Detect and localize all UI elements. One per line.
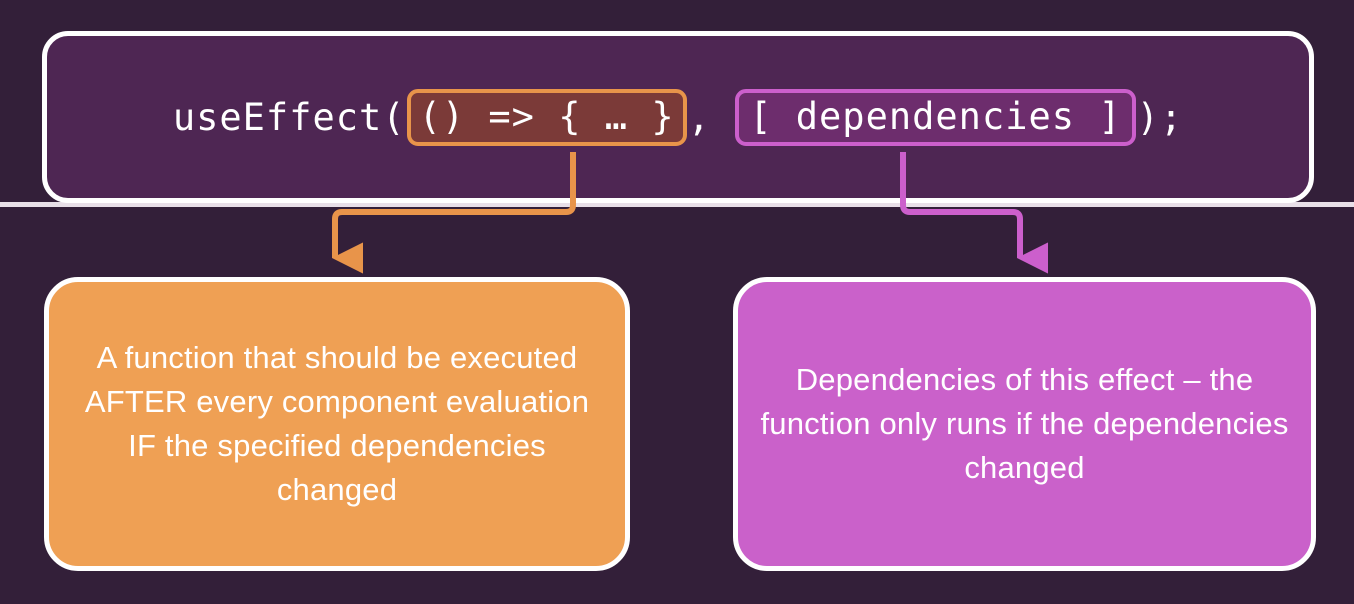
dependencies-argument-highlight[interactable]: [ dependencies ] [735, 88, 1136, 146]
code-suffix: ); [1136, 95, 1184, 139]
callback-description-box: A function that should be executed AFTER… [44, 277, 630, 571]
code-separator: , [687, 95, 711, 139]
dependencies-description-text: Dependencies of this effect – the functi… [760, 361, 1289, 485]
callback-description-text: A function that should be executed AFTER… [84, 339, 590, 508]
code-line: useEffect(() => { … }, [ dependencies ])… [172, 88, 1184, 146]
horizontal-divider [0, 202, 1354, 207]
code-space [711, 99, 734, 136]
code-prefix: useEffect( [172, 95, 406, 139]
dependencies-description-box: Dependencies of this effect – the functi… [733, 277, 1316, 571]
callback-argument-highlight[interactable]: () => { … } [406, 88, 687, 146]
useeffect-signature-box: useEffect(() => { … }, [ dependencies ])… [42, 31, 1314, 203]
